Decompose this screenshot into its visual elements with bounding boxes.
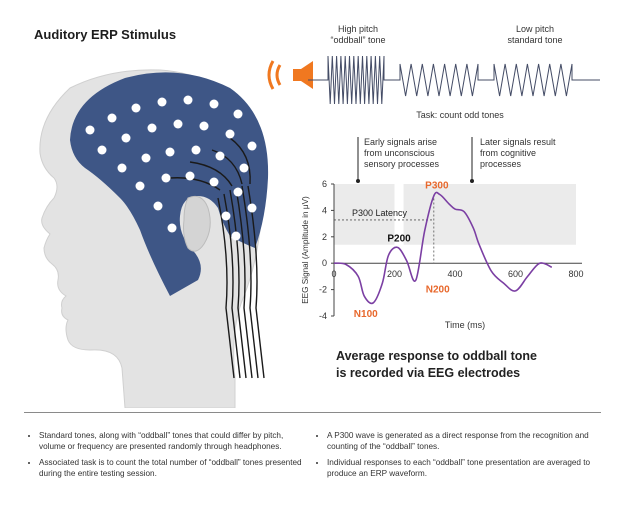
early-signals-note: Early signals arise from unconscious sen… [364,137,439,170]
erp-waveform [333,191,553,305]
y-tick-label: 4 [322,205,327,215]
later-note-line3: processes [480,159,522,169]
early-note-line1: Early signals arise [364,137,438,147]
later-arrow-tip [470,179,474,183]
shaded-window [334,184,395,245]
y-tick-label: 6 [322,179,327,189]
latency-label: P300 Latency [352,208,408,218]
diagram-title: Auditory ERP Stimulus [34,27,177,42]
x-axis-label: Time (ms) [445,320,485,330]
electrode-dots [85,95,257,241]
standard-label-line2: standard tone [507,35,563,45]
tone-sequence-line [308,55,600,105]
y-axis-label: EEG Signal (Amplitude in μV) [301,196,310,304]
x-tick-label: 0 [331,269,336,279]
x-tick-label: 800 [568,269,583,279]
oddball-tone-label: High pitch “oddball” tone [318,24,398,46]
speaker-icon [267,60,313,90]
bullet-item: A P300 wave is generated as a direct res… [327,430,607,452]
caption-line1: Average response to oddball tone [336,349,537,363]
shaded-window [403,184,576,245]
figure-caption: Average response to oddball tone is reco… [336,348,537,382]
later-signals-note: Later signals result from cognitive proc… [480,137,556,170]
bullet-list-left: Standard tones, along with “oddball” ton… [26,430,309,484]
oddball-label-line1: High pitch [337,24,379,34]
y-tick-label: -4 [319,311,327,321]
early-note-line2: from unconscious [364,148,435,158]
peak-label-n200: N200 [426,284,450,295]
later-note-line2: from cognitive [480,148,537,158]
x-tick-label: 200 [387,269,402,279]
bullet-list-right: A P300 wave is generated as a direct res… [314,430,607,484]
x-tick-label: 600 [508,269,523,279]
caption-line2: is recorded via EEG electrodes [336,366,521,380]
annotation-arrows [356,137,474,183]
bullet-item: Individual responses to each “oddball” t… [327,457,607,479]
bullet-item: Associated task is to count the total nu… [39,457,309,479]
standard-label-line1: Low pitch [515,24,555,34]
oddball-label-line2: “oddball” tone [330,35,386,45]
ear [183,195,211,252]
peak-label-p200: P200 [387,233,411,244]
y-tick-label: 2 [322,232,327,242]
bullet-item: Standard tones, along with “oddball” ton… [39,430,309,452]
electrode-cables [169,137,265,379]
y-tick-label: 0 [322,258,327,268]
early-note-line3: sensory processes [364,159,440,169]
peak-label-n100: N100 [354,309,378,320]
early-arrow-tip [356,179,360,183]
tone-waveform [308,55,600,105]
task-label: Task: count odd tones [416,110,504,120]
eeg-head-illustration [39,69,269,408]
peak-label-p300: P300 [425,181,449,192]
x-tick-label: 400 [447,269,462,279]
standard-tone-label: Low pitch standard tone [495,24,575,46]
eeg-cap [70,72,269,296]
section-divider [24,412,601,413]
y-tick-label: -2 [319,285,327,295]
later-note-line1: Later signals result [480,137,556,147]
